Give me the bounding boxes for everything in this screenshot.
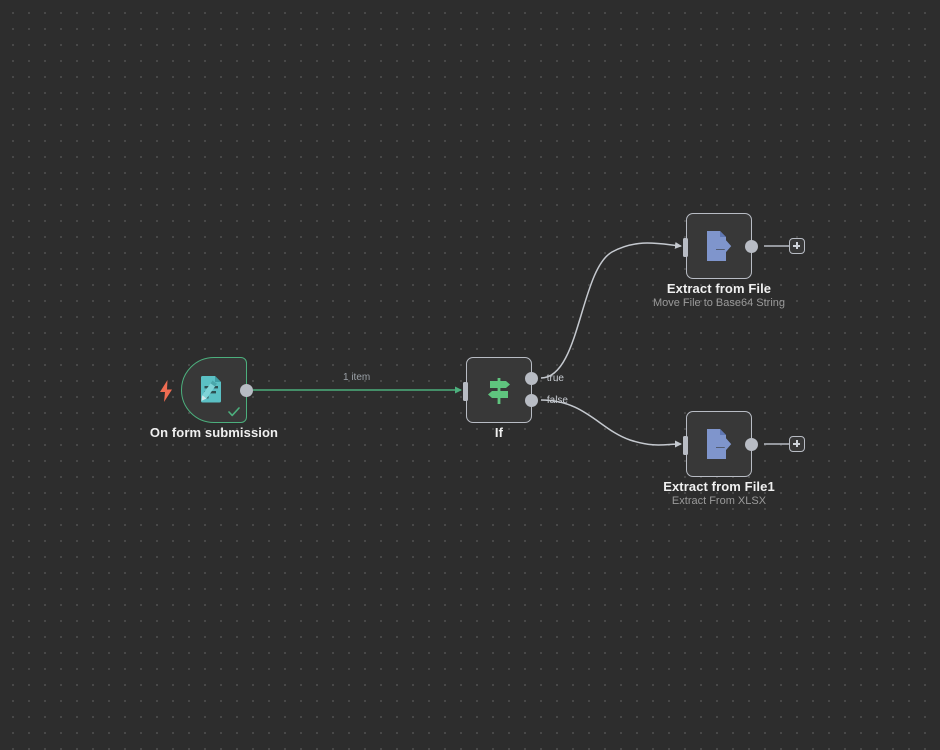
lightning-bolt-icon bbox=[160, 380, 172, 402]
node-body[interactable] bbox=[683, 411, 758, 477]
node-extract-from-file1[interactable]: Extract from File1 Extract From XLSX bbox=[663, 411, 775, 507]
form-document-pencil-icon bbox=[201, 376, 221, 403]
node-title: On form submission bbox=[149, 425, 279, 440]
node-if[interactable]: true false If bbox=[463, 357, 568, 440]
output-port-extract-1[interactable] bbox=[744, 438, 758, 451]
input-port-extract-0[interactable] bbox=[683, 237, 688, 257]
node-title: Extract from File bbox=[666, 281, 772, 296]
add-node-button[interactable] bbox=[789, 436, 805, 452]
add-node-button[interactable] bbox=[789, 238, 805, 254]
node-body[interactable]: true false bbox=[463, 357, 568, 423]
output-port-true[interactable] bbox=[524, 372, 538, 385]
output-port-false[interactable] bbox=[524, 394, 538, 407]
output-port-trigger[interactable] bbox=[239, 384, 253, 397]
file-export-arrow-icon bbox=[707, 429, 732, 459]
node-on-form-submission[interactable]: On form submission bbox=[150, 357, 278, 440]
input-port-extract-1[interactable] bbox=[683, 435, 688, 455]
edge-label-item-count: 1 item bbox=[343, 372, 371, 383]
node-extract-from-file[interactable]: Extract from File Move File to Base64 St… bbox=[653, 213, 785, 309]
output-label-false: false bbox=[546, 395, 568, 406]
node-subtitle: Move File to Base64 String bbox=[652, 297, 786, 309]
edge-if-false-to-extract-1[interactable] bbox=[540, 399, 682, 448]
node-subtitle: Extract From XLSX bbox=[671, 495, 767, 507]
input-port-if[interactable] bbox=[463, 381, 468, 401]
output-label-true: true bbox=[546, 373, 564, 384]
node-title: If bbox=[494, 425, 504, 440]
output-port-extract-0[interactable] bbox=[744, 240, 758, 253]
edge-if-true-to-extract-0[interactable] bbox=[540, 241, 682, 379]
success-check-icon bbox=[228, 407, 240, 417]
node-title: Extract from File1 bbox=[663, 479, 775, 494]
node-body[interactable] bbox=[160, 357, 253, 423]
signpost-icon bbox=[488, 378, 510, 404]
node-body[interactable] bbox=[683, 213, 758, 279]
file-export-arrow-icon bbox=[707, 231, 732, 261]
